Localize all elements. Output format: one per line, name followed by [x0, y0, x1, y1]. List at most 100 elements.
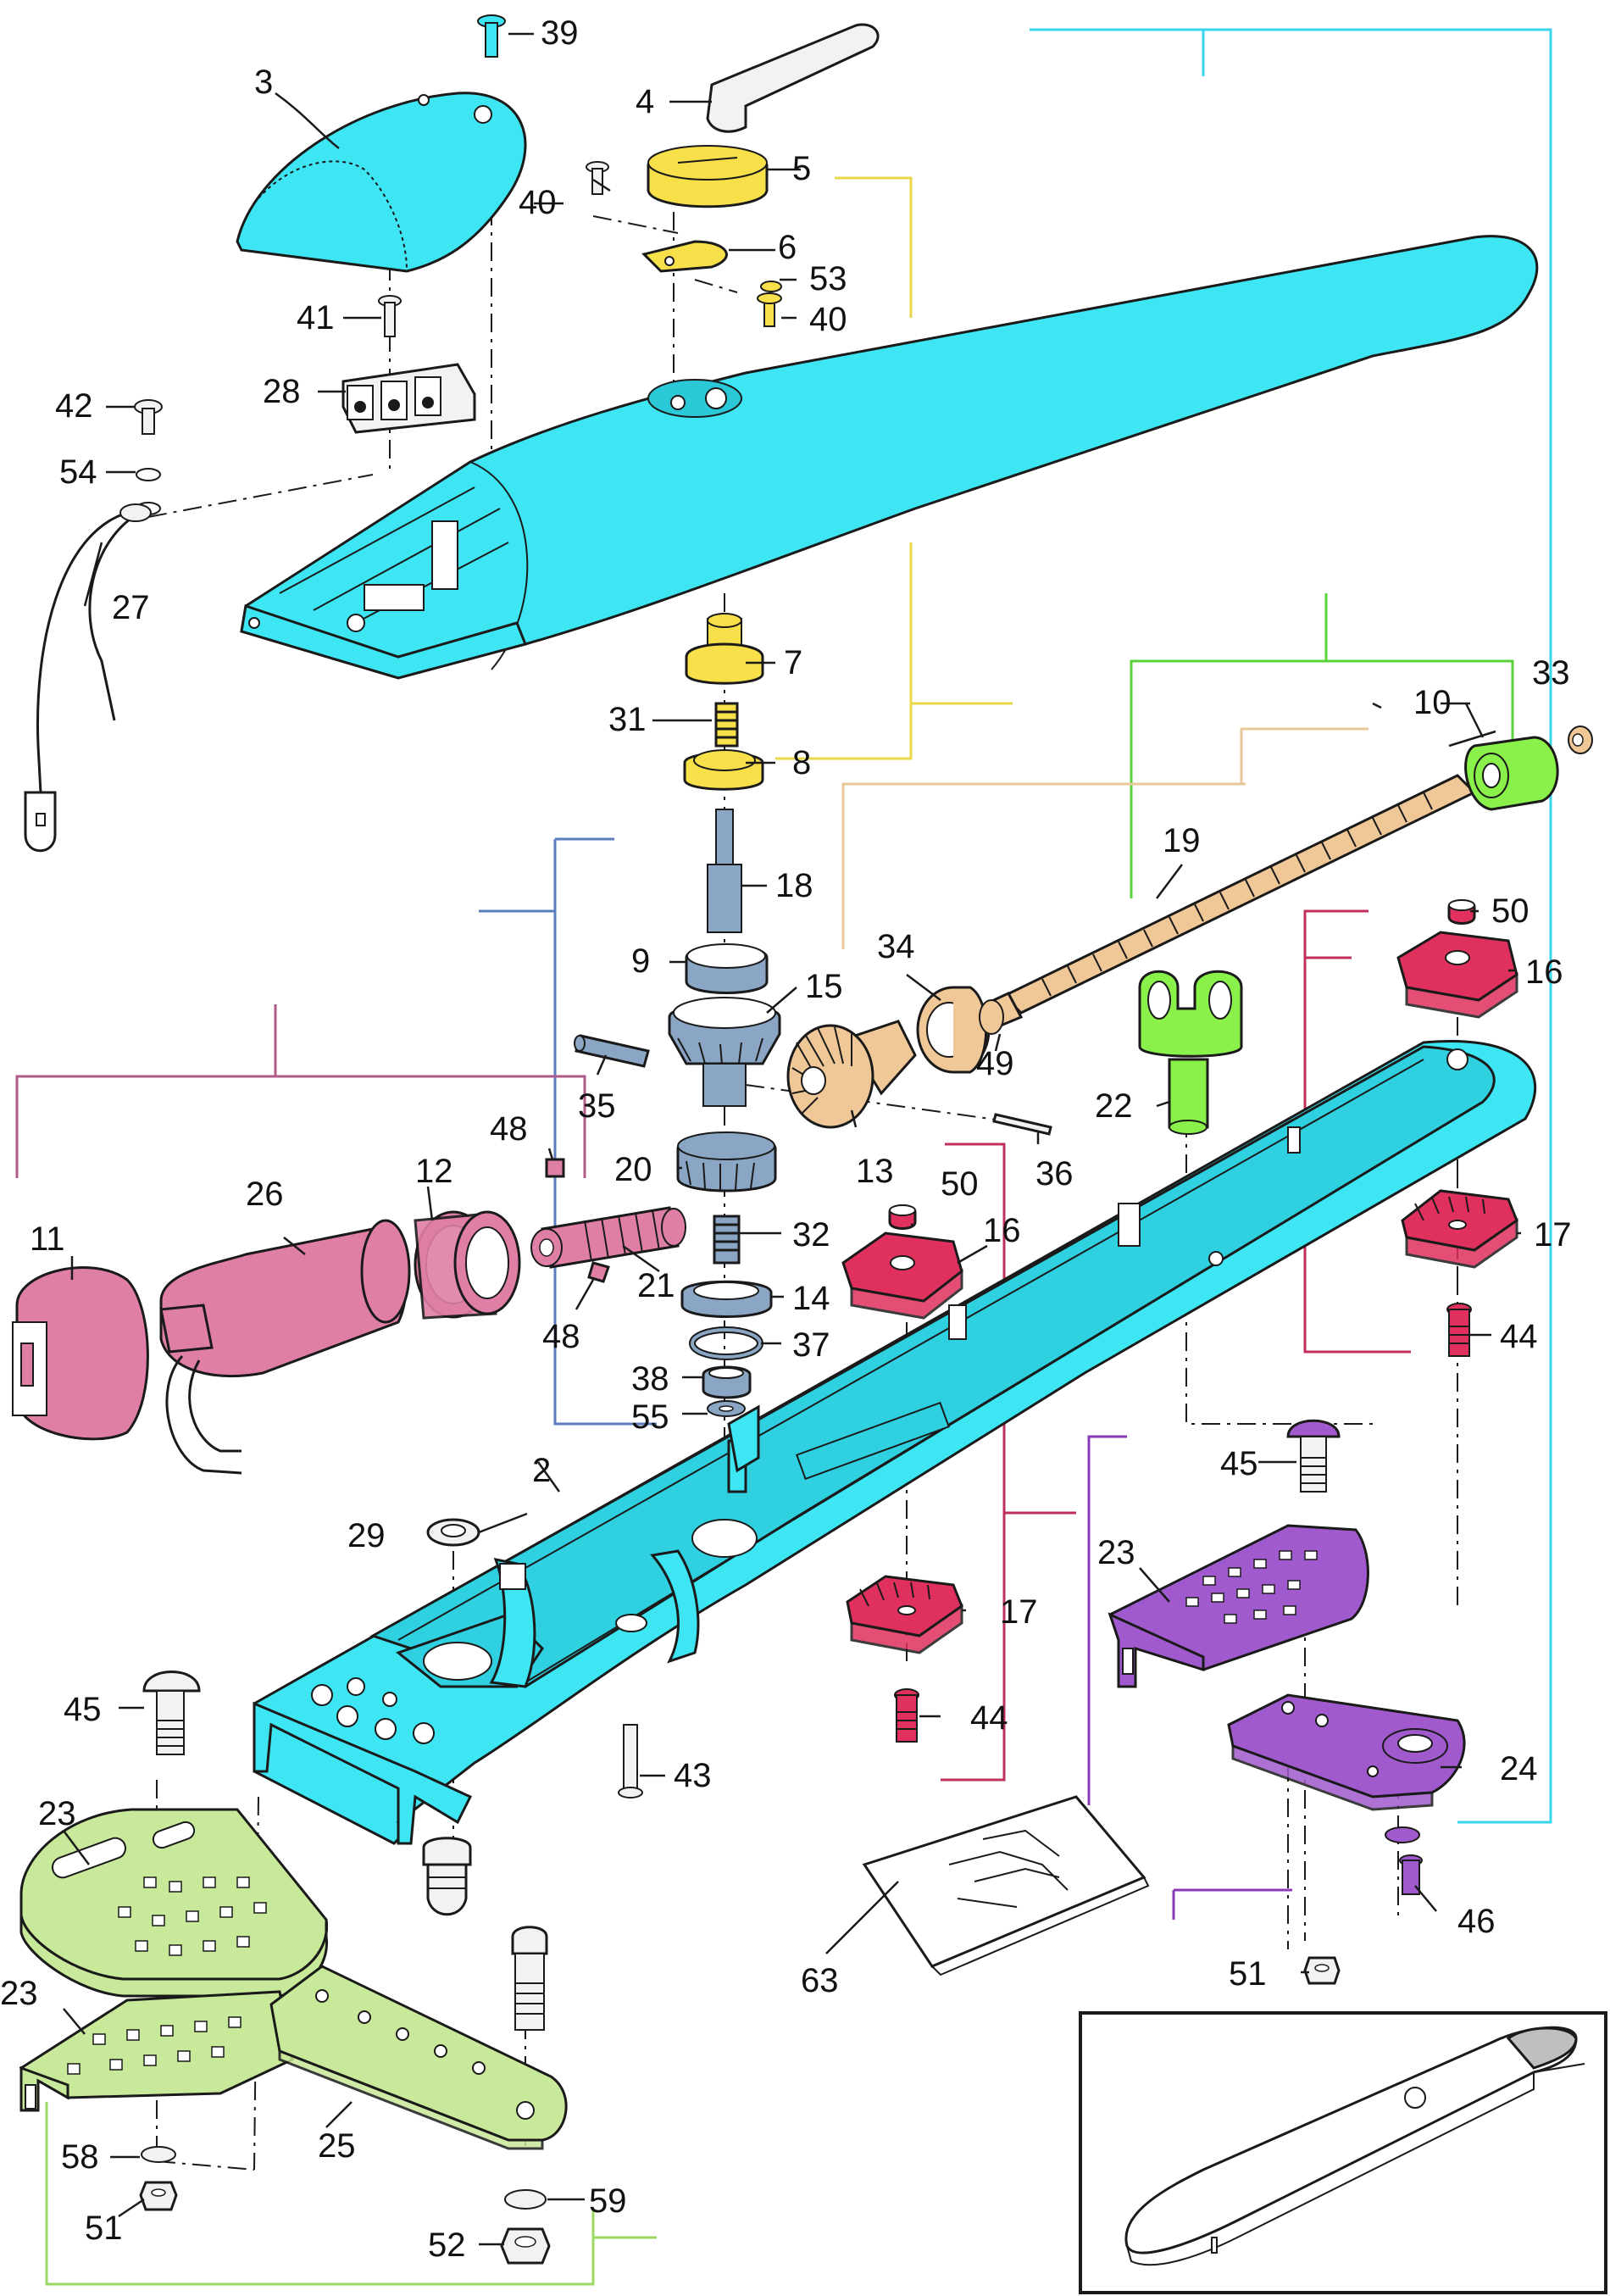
- purple-group-line: [1087, 1435, 1292, 1920]
- callout-7: 7: [784, 644, 802, 681]
- bolt-44b: [894, 1688, 919, 1743]
- callout-44b: 44: [970, 1699, 1008, 1737]
- callout-22: 22: [1095, 1087, 1133, 1125]
- callout-26: 26: [246, 1176, 284, 1213]
- group-lines: [15, 28, 1552, 2286]
- bevel-gear-13: [786, 1020, 917, 1129]
- callout-2: 2: [532, 1452, 551, 1489]
- bolt-44a: [1446, 1303, 1472, 1357]
- callout-49: 49: [976, 1045, 1014, 1082]
- callout-40a: 40: [519, 184, 557, 221]
- callout-12: 12: [415, 1153, 453, 1190]
- pin-35: [574, 1034, 650, 1068]
- callout-50b: 50: [941, 1165, 979, 1203]
- callout-20: 20: [614, 1151, 652, 1188]
- lead-screw-assembly: [786, 725, 1593, 1136]
- callout-54: 54: [59, 453, 97, 491]
- callout-14: 14: [792, 1280, 830, 1317]
- callout-23b: 23: [1097, 1534, 1135, 1571]
- bracket-23-purple: [1108, 1524, 1369, 1688]
- callout-44a: 44: [1500, 1318, 1538, 1355]
- callout-51a: 51: [85, 2210, 123, 2247]
- circlip-37: [689, 1326, 763, 1360]
- lime-group-line: [45, 2102, 657, 2286]
- callout-25: 25: [318, 2127, 356, 2165]
- motor-26: [159, 1219, 411, 1475]
- callout-6: 6: [778, 229, 797, 266]
- callout-32: 32: [792, 1216, 830, 1254]
- gland-29: [426, 1518, 480, 1547]
- callout-48a: 48: [490, 1110, 528, 1148]
- washer-58: [141, 2146, 176, 2163]
- callout-3: 3: [254, 64, 273, 101]
- callout-17a: 17: [1534, 1216, 1572, 1254]
- callout-39: 39: [541, 14, 579, 52]
- washer-46: [1385, 1826, 1420, 1843]
- cable-gland-bottom: [422, 1837, 472, 1916]
- nut-51b: [1303, 1956, 1341, 1985]
- callout-33: 33: [1532, 654, 1570, 692]
- screw-42: [134, 399, 163, 435]
- yellow-group-line: [775, 176, 1013, 760]
- bolt-45b: [1286, 1419, 1341, 1493]
- worm-gear-20: [676, 1131, 777, 1192]
- slider-17b: [846, 1575, 963, 1654]
- callout-38: 38: [631, 1360, 669, 1398]
- callout-37: 37: [792, 1326, 830, 1364]
- washer-54: [136, 468, 161, 481]
- spring-31: [714, 702, 739, 748]
- callout-16a: 16: [1525, 953, 1563, 991]
- callout-19: 19: [1163, 822, 1201, 859]
- washer-38: [702, 1365, 752, 1399]
- callout-63: 63: [801, 1962, 839, 1999]
- nut-52: [500, 2227, 551, 2265]
- callout-34: 34: [877, 928, 915, 965]
- callout-9: 9: [631, 942, 650, 980]
- part-3-end-cap: [236, 92, 527, 273]
- callout-59: 59: [589, 2182, 627, 2220]
- motor-assembly: [12, 1158, 686, 1475]
- misc-fittings: [422, 1518, 643, 1916]
- slider-17a: [1401, 1189, 1518, 1269]
- bracket-23-lower: [19, 1990, 294, 2112]
- callout-41: 41: [297, 299, 335, 336]
- callout-28: 28: [263, 373, 301, 410]
- cable-27: [24, 503, 152, 853]
- slider-parts: [841, 899, 1518, 1743]
- arm-25: [269, 1965, 568, 2150]
- callout-15: 15: [805, 968, 843, 1005]
- nut-51a: [139, 2181, 178, 2211]
- grub-screw-48b: [587, 1261, 610, 1283]
- callout-40b: 40: [809, 301, 847, 338]
- shaft-18: [707, 809, 742, 933]
- callout-52: 52: [428, 2227, 466, 2264]
- washer-59: [504, 2189, 547, 2210]
- output-shaft-stack: [668, 613, 781, 1417]
- end-cover-11: [12, 1266, 149, 1441]
- callout-17b: 17: [1000, 1593, 1038, 1631]
- pin-36: [992, 1113, 1052, 1136]
- purple-bracket-assembly: [1108, 1419, 1466, 1985]
- callout-42: 42: [55, 387, 93, 425]
- callout-55: 55: [631, 1398, 669, 1436]
- coupler-8: [683, 749, 764, 791]
- base-plate-24: [1227, 1693, 1466, 1811]
- callout-46: 46: [1457, 1903, 1496, 1940]
- rear-bracket-assembly: [19, 1671, 568, 2265]
- bush-33: [1568, 725, 1593, 754]
- bearing-14: [680, 1280, 773, 1318]
- callout-27: 27: [112, 589, 150, 626]
- worm-21: [530, 1206, 686, 1269]
- callout-48b: 48: [542, 1318, 580, 1355]
- callout-8: 8: [792, 744, 811, 781]
- bolt-25-pivot: [511, 1926, 548, 2031]
- grub-screw-48a: [545, 1158, 565, 1178]
- callout-23c: 23: [0, 1975, 38, 2012]
- slider-16b: [841, 1231, 963, 1320]
- callout-58: 58: [61, 2138, 99, 2176]
- gear-7: [685, 613, 764, 685]
- screw-43: [618, 1724, 643, 1798]
- assembled-view-inset: [1079, 2011, 1607, 2294]
- base-housing: [253, 1040, 1536, 1845]
